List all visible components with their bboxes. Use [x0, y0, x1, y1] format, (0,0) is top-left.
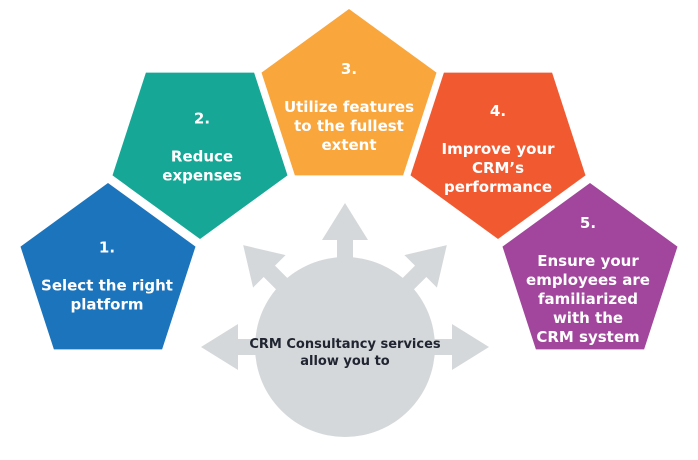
pentagon-step-4	[410, 72, 586, 239]
arrow-right-icon	[400, 324, 489, 370]
pentagon-step-3	[261, 9, 437, 176]
hub-circle	[255, 257, 435, 437]
pentagon-step-2	[112, 72, 288, 239]
arrow-up-icon	[322, 203, 368, 292]
pentagon-step-1	[20, 183, 196, 350]
arrow-left-icon	[201, 324, 290, 370]
pentagon-step-5	[502, 183, 678, 350]
